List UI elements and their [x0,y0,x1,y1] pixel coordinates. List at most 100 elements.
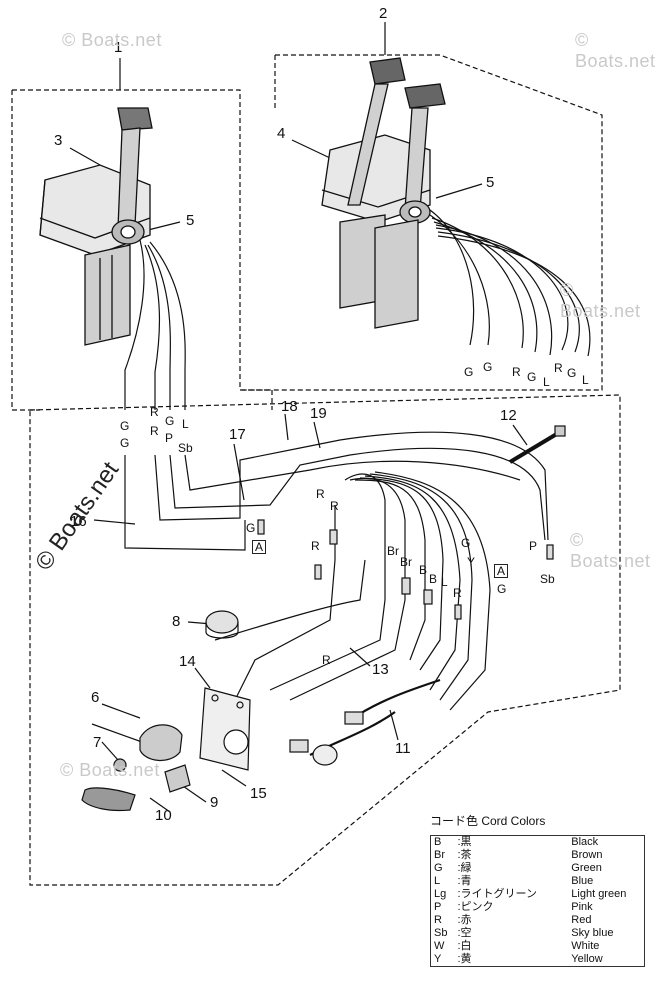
callout-16[interactable]: 16 [70,513,87,530]
legend-row: P :ピンク Pink [431,901,645,914]
watermark-faint-2: © Boats.net [575,30,656,71]
main-wire-loom [214,471,491,711]
callout-3[interactable]: 3 [54,132,63,149]
legend-row: B :黒 Black [431,836,645,850]
single-control-box [39,107,153,346]
group-1-boundary-left [11,90,40,411]
assembly-boundary [29,394,621,886]
legend-en: Light green [571,888,627,900]
callout-5-left[interactable]: 5 [186,212,195,229]
callout-2[interactable]: 2 [379,5,388,22]
wire-label-left-l: L [182,417,189,431]
wire-label-b1: B [419,563,428,577]
legend-code: G [434,862,443,874]
callout-19[interactable]: 19 [310,405,327,422]
wire-label-left-r1: R [150,405,159,419]
legend-jp: :ピンク [457,901,494,913]
legend-jp: :空 [457,927,472,939]
wire-label-left-g3: G [165,414,175,428]
left-connectors [124,395,186,410]
wire-label-g: G [461,536,471,550]
cable-tie [508,425,566,464]
callout-8[interactable]: 8 [172,613,181,630]
wire-label-mid-r: R [311,539,320,553]
callout-15[interactable]: 15 [250,785,267,802]
legend-en: Black [571,836,599,848]
wire-label-loom-r1: R [316,487,325,501]
harness-cables [124,431,549,551]
legend-en: Brown [571,849,603,861]
switch-panel [81,687,251,812]
callout-17[interactable]: 17 [229,426,246,443]
wire-label-p: P [529,539,538,553]
callout-14[interactable]: 14 [179,653,196,670]
wire-label-left-sb: Sb [178,441,193,455]
legend-row: Sb :空 Sky blue [431,927,645,940]
legend-en: Pink [571,901,593,913]
callout-10[interactable]: 10 [155,807,172,824]
legend-jp: :茶 [457,849,472,861]
wire-label-left-p: P [165,431,174,445]
wire-label-left-g1: G [120,419,130,433]
callout-11[interactable]: 11 [395,740,411,757]
wire-label-right-l1: L [543,375,550,389]
legend-en: Red [571,914,592,926]
right-harness-wires [429,209,591,357]
wire-label-b2: B [429,572,438,586]
wire-label-loom-r2: R [330,499,339,513]
callout-4[interactable]: 4 [277,125,286,142]
legend-jp: :緑 [457,862,472,874]
left-harness-wires [124,239,186,395]
callout-18[interactable]: 18 [281,398,298,415]
wire-label-l: L [441,575,448,589]
legend-jp: :黒 [457,836,472,848]
wire-label-r: R [453,586,462,600]
legend-code: Br [434,849,445,861]
callout-1[interactable]: 1 [114,39,123,56]
callout-12[interactable]: 12 [500,407,517,424]
wire-label-right-g1: G [464,365,474,379]
callout-7[interactable]: 7 [93,734,102,751]
callout-13[interactable]: 13 [372,661,389,678]
legend-en: Blue [571,875,594,887]
callout-9[interactable]: 9 [210,794,219,811]
wire-label-left-g2: G [120,436,130,450]
legend-code: Y [434,953,442,965]
callout-5-right[interactable]: 5 [486,174,495,191]
wire-label-a-g: G [497,582,507,596]
legend-row: Lg :ライトグリーン Light green [431,888,645,901]
legend-row: G :緑 Green [431,862,645,875]
legend-code: P [434,901,442,913]
legend-title: コード色 Cord Colors [430,814,546,828]
legend-en: Sky blue [571,927,614,939]
legend-code: Lg [434,888,447,900]
loom-connectors [257,519,554,620]
legend-code: L [434,875,441,887]
wire-label-sb: Sb [540,572,555,586]
legend-jp: :黄 [457,953,472,965]
legend-code: Sb [434,927,448,939]
watermark-faint-5: © Boats.net [60,760,160,780]
watermark-faint-3: © Boats.net [560,280,641,321]
legend-row: Br :茶 Brown [431,849,645,862]
legend-code: W [434,940,445,952]
wire-label-br2: Br [400,555,412,569]
connector-a-right: A [494,564,509,578]
watermark-faint-4: © Boats.net [570,530,651,571]
callout-6[interactable]: 6 [91,689,100,706]
legend-en: Green [571,862,602,874]
legend-jp: :赤 [457,914,472,926]
legend-code: B [434,836,442,848]
main-harness-11 [289,678,441,766]
wire-label-lower-r: R [322,653,331,667]
wire-label-right-g4: G [567,366,577,380]
wire-label-y: Y [467,555,476,569]
legend-jp: :ライトグリーン [457,888,538,900]
wire-label-br1: Br [387,544,399,558]
